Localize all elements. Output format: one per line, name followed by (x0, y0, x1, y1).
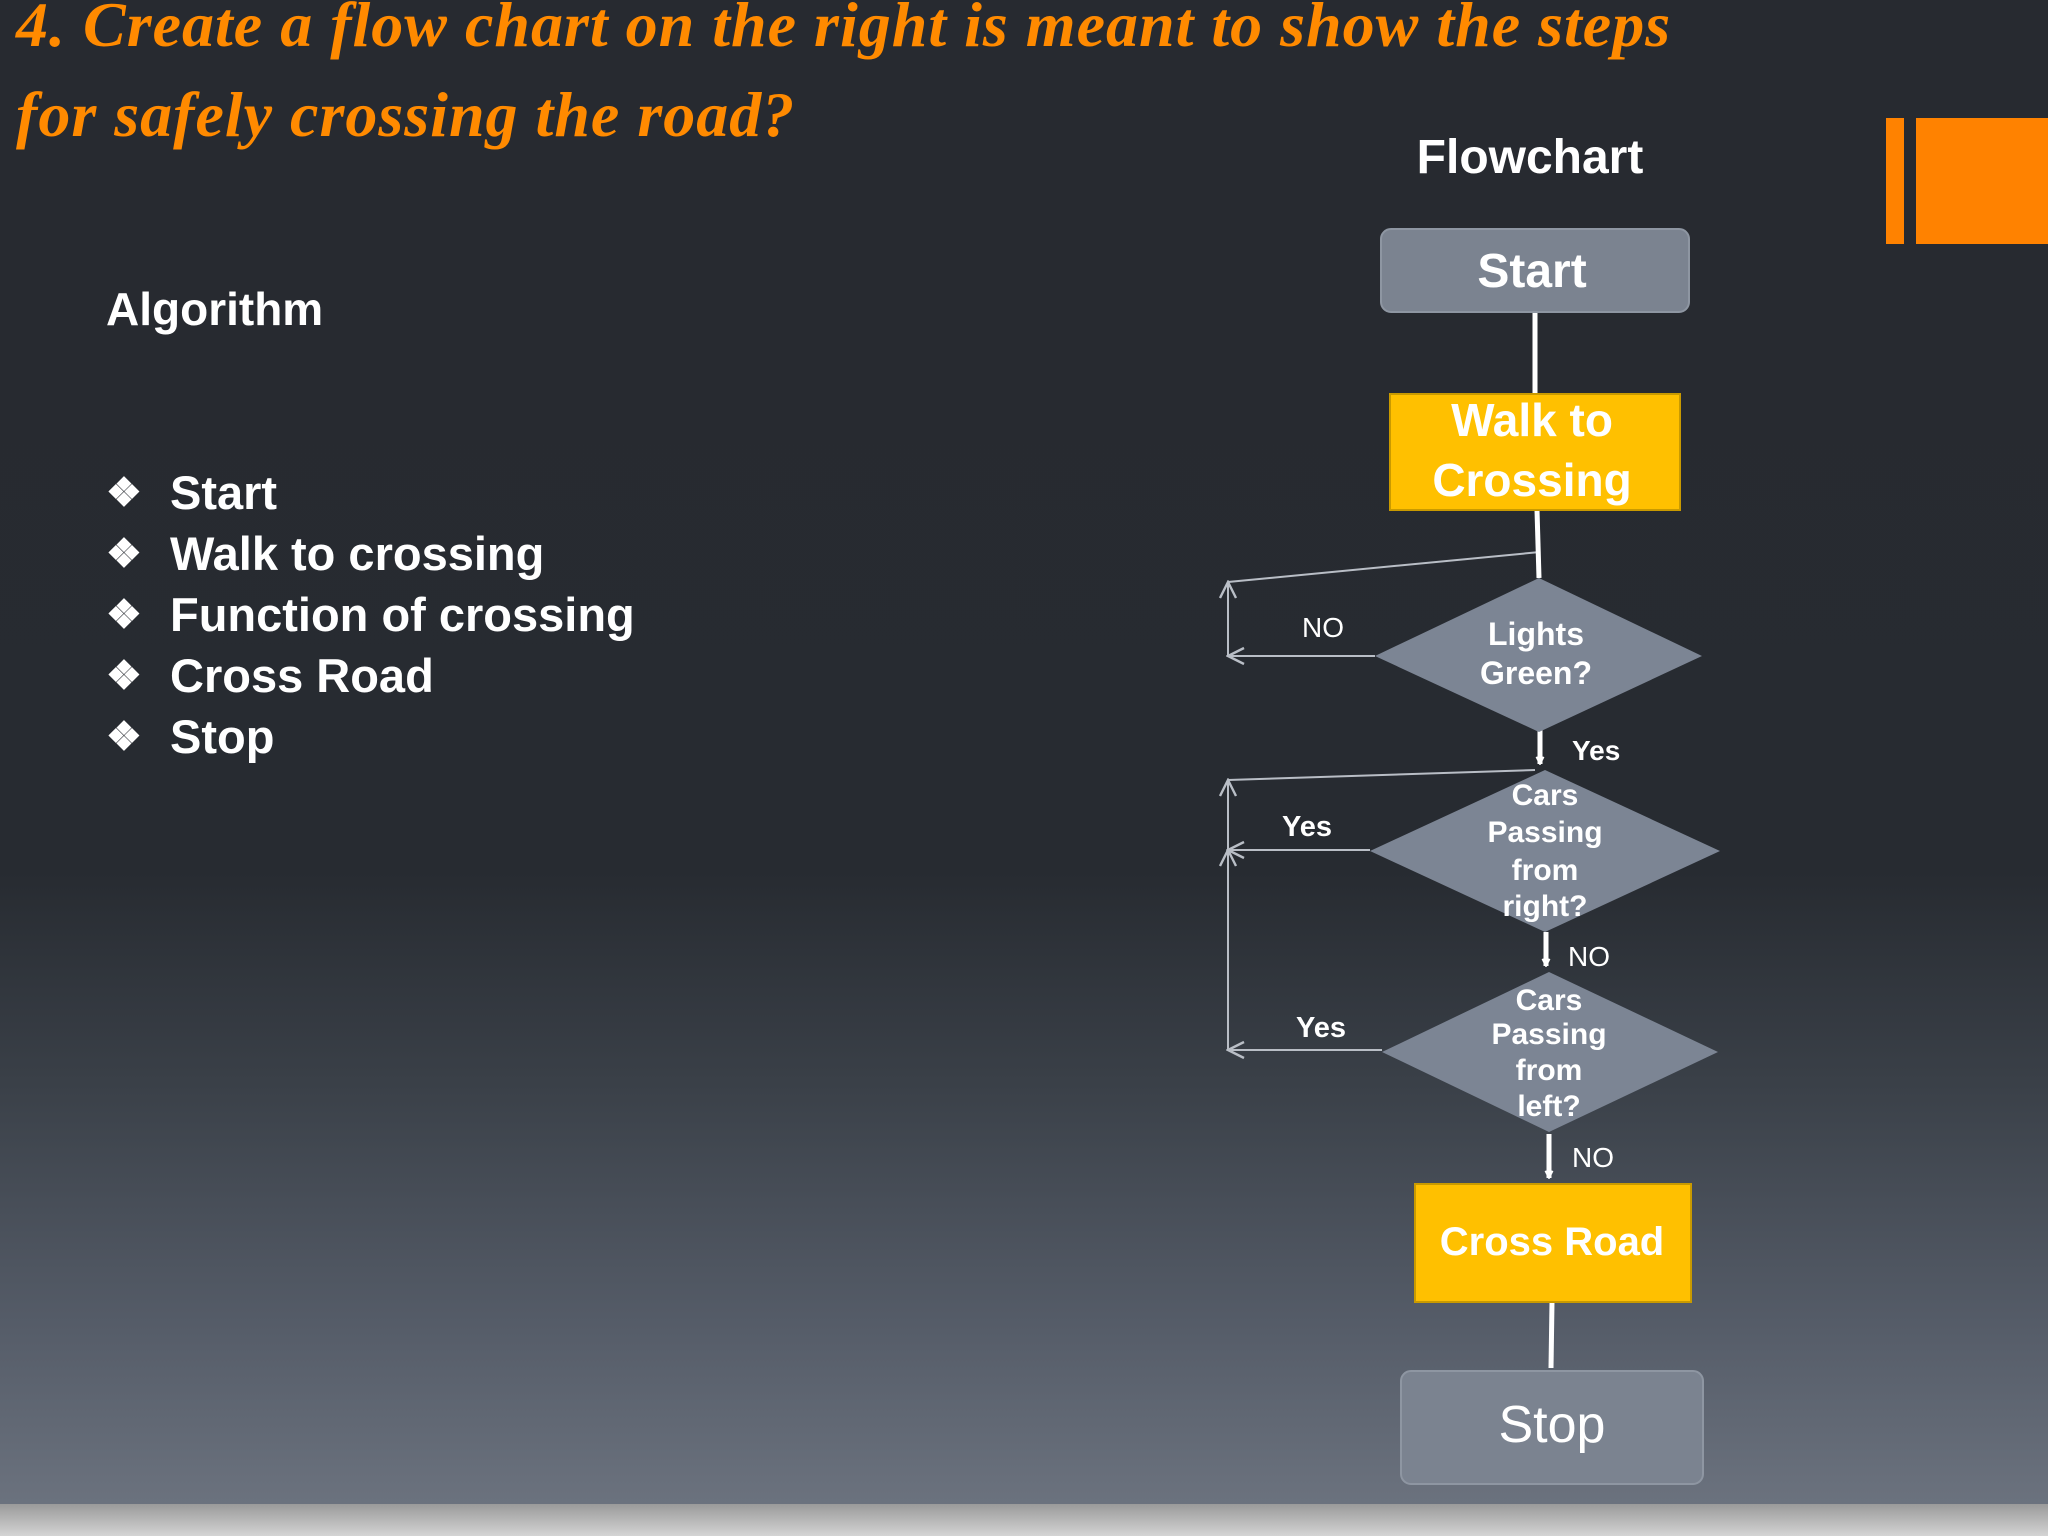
cross-road-label: Cross Road (1440, 1220, 1665, 1264)
four-diamond-bullet-icon: ❖ (106, 653, 142, 698)
lights-green-yes-label: Yes (1572, 735, 1620, 766)
cars-from-left-label-line-3: from (1516, 1054, 1583, 1087)
walk-to-crossing-label-line-1: Walk to (1451, 394, 1613, 446)
accent-bar-thin (1886, 118, 1904, 244)
algorithm-step: ❖ Stop (106, 706, 635, 767)
main-flow-connectors (1532, 312, 1555, 1369)
stop-node (1400, 1370, 1704, 1485)
four-diamond-bullet-icon: ❖ (106, 531, 142, 576)
four-diamond-bullet-icon: ❖ (106, 714, 142, 759)
walk-to-crossing-label-line-2: Crossing (1432, 454, 1631, 506)
cars-from-left-label-line-1: Cars (1516, 984, 1583, 1017)
lights-green-label-line-1: Lights (1488, 616, 1584, 652)
cars-from-right-no-label: NO (1568, 941, 1610, 972)
cars-from-right-label-line-4: right? (1503, 890, 1588, 923)
slide: 4. Create a flow chart on the right is m… (0, 0, 2048, 1504)
accent-bar-wide (1916, 118, 2048, 244)
algorithm-step-label: Stop (170, 710, 275, 763)
slide-title-line-1: 4. Create a flow chart on the right is m… (16, 0, 1672, 60)
cars-from-left-label-line-4: left? (1517, 1090, 1580, 1123)
cross-road-node (1414, 1183, 1692, 1303)
algorithm-step: ❖ Cross Road (106, 645, 635, 706)
four-diamond-bullet-icon: ❖ (106, 470, 142, 515)
cars-from-left-no-label: NO (1572, 1142, 1614, 1173)
algorithm-step: ❖ Walk to crossing (106, 523, 635, 584)
algorithm-step-label: Cross Road (170, 649, 434, 702)
algorithm-step-label: Walk to crossing (170, 527, 545, 580)
cars-from-left-decision (1382, 972, 1718, 1132)
algorithm-step-label: Start (170, 466, 278, 519)
lights-green-label-line-2: Green? (1480, 655, 1592, 691)
walk-to-crossing-node (1389, 393, 1681, 511)
loop-connector-cars-yes (1228, 769, 1536, 1050)
start-node (1380, 228, 1690, 313)
algorithm-step: ❖ Start (106, 462, 635, 523)
four-diamond-bullet-icon: ❖ (106, 592, 142, 637)
cars-from-left-label-line-2: Passing (1491, 1018, 1606, 1051)
flowchart-diagram: Start Walk to Crossing Lights Green? NO … (0, 228, 1720, 1485)
slide-title-line-2: for safely crossing the road? (16, 79, 796, 150)
algorithm-list: ❖ Start ❖ Walk to crossing ❖ Function of cr… (106, 462, 635, 767)
loop-connector-lights-no (1228, 551, 1541, 656)
stop-node-label: Stop (1499, 1396, 1606, 1454)
cars-from-right-decision (1370, 770, 1720, 932)
cars-from-right-label-line-2: Passing (1487, 816, 1602, 849)
slide-bottom-strip (0, 1504, 2048, 1536)
lights-green-decision (1375, 578, 1702, 732)
start-node-label: Start (1477, 245, 1586, 298)
flowchart-heading: Flowchart (1416, 131, 1644, 184)
cars-from-right-label-line-3: from (1512, 854, 1579, 887)
cars-from-right-label-line-1: Cars (1512, 779, 1579, 812)
cars-from-right-yes-label: Yes (1282, 811, 1332, 843)
algorithm-step: ❖ Function of crossing (106, 584, 635, 645)
cars-from-left-yes-label: Yes (1296, 1012, 1346, 1044)
algorithm-step-label: Function of crossing (170, 588, 635, 641)
algorithm-heading: Algorithm (106, 283, 324, 335)
lights-green-no-label: NO (1302, 612, 1344, 643)
